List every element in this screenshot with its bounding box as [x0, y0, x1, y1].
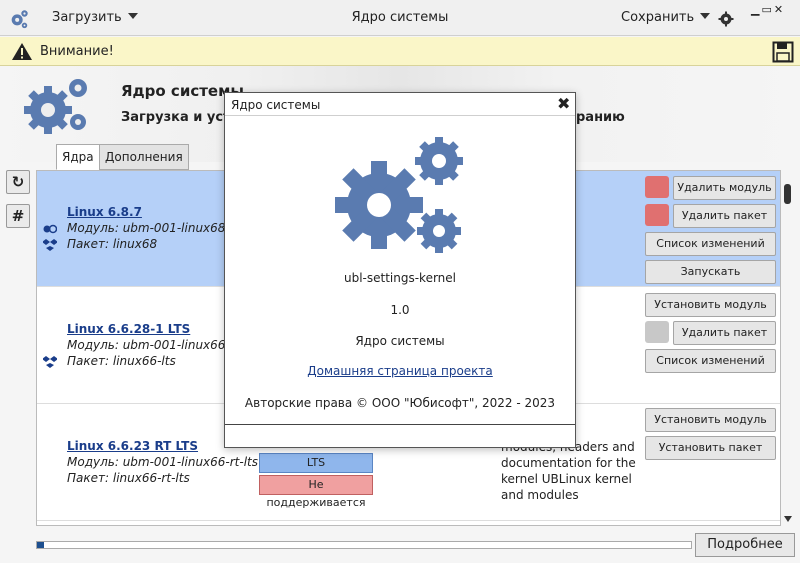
kernel-name[interactable]: Linux 6.8.7 — [67, 205, 142, 219]
save-menu-button[interactable]: Сохранить — [621, 10, 711, 25]
list-scrollbar[interactable] — [782, 180, 794, 526]
run-button[interactable]: Запускать — [645, 260, 776, 284]
tab-kernels[interactable]: Ядра — [56, 144, 100, 170]
settings-app-icon — [11, 10, 28, 29]
lts-tag: LTS — [259, 453, 373, 473]
changelog-button[interactable]: Список изменений — [645, 349, 776, 373]
app-version: 1.0 — [390, 303, 410, 317]
hash-icon: # — [11, 207, 25, 225]
app-name: ubl-settings-kernel — [343, 271, 457, 285]
dialog-footer-divider — [225, 424, 575, 425]
kernel-package: Пакет: linux66-lts — [67, 354, 176, 368]
description-line: kernel UBLinux kernel — [501, 472, 632, 486]
refresh-button[interactable]: ↻ — [6, 170, 30, 194]
app-description: Ядро системы — [355, 334, 445, 348]
copyright-text: Авторские права © ООО "Юбисофт", 2022 - … — [244, 396, 556, 410]
warning-text: Внимание! — [40, 44, 114, 59]
homepage-link[interactable]: Домашняя страница проекта — [307, 364, 493, 378]
package-icon — [43, 239, 57, 251]
module-icon — [43, 224, 57, 234]
load-menu-button[interactable]: Загрузить — [52, 10, 138, 25]
description-line: and modules — [501, 488, 579, 502]
cloud-remove-icon — [645, 204, 669, 226]
kernel-package: Пакет: linux68 — [67, 237, 158, 251]
unsupported-tag: Не поддерживается — [259, 475, 373, 509]
package-icon — [43, 356, 57, 368]
chevron-down-icon — [700, 13, 711, 19]
chevron-down-icon — [127, 13, 138, 19]
kernel-module: Модуль: ubm-001-linux66-rt-lts — [67, 455, 259, 469]
cloud-remove-icon — [645, 176, 669, 198]
page-subtitle: Загрузка и уста — [121, 110, 240, 125]
progress-bar — [36, 541, 692, 549]
kernel-module: Модуль: ubm-001-linux66-l — [67, 338, 234, 352]
dialog-divider — [225, 115, 575, 116]
gear-icon[interactable] — [718, 11, 734, 27]
load-menu-label: Загрузить — [52, 10, 122, 25]
kernel-module: Модуль: ubm-001-linux68 — [67, 221, 226, 235]
progress-fill — [37, 542, 44, 548]
refresh-icon: ↻ — [11, 173, 25, 191]
about-dialog: Ядро системы ✖ ubl-settings-kernel 1.0 Я… — [224, 92, 576, 448]
remove-package-button[interactable]: Удалить пакет — [673, 321, 776, 345]
tab-addons[interactable]: Дополнения — [99, 144, 189, 170]
title-bar: Загрузить Ядро системы Сохранить ▁▭✕ — [0, 0, 800, 36]
details-button[interactable]: Подробнее — [695, 533, 795, 557]
scrollbar-thumb[interactable] — [784, 184, 791, 204]
hash-button[interactable]: # — [6, 204, 30, 228]
close-icon[interactable]: ✖ — [557, 94, 571, 113]
install-module-button[interactable]: Установить модуль — [645, 293, 776, 317]
kernel-gears-icon — [24, 79, 87, 134]
warning-bar: Внимание! — [0, 37, 800, 66]
description-line: documentation for the — [501, 456, 636, 470]
homepage-link-row: Домашняя страница проекта — [225, 364, 575, 378]
remove-package-button[interactable]: Удалить пакет — [673, 204, 776, 228]
scroll-down-icon[interactable] — [784, 516, 792, 522]
window-controls[interactable]: ▁▭✕ — [751, 3, 786, 16]
kernel-row[interactable]: Linux 6.6.23 RT LTS Модуль: ubm-001-linu… — [37, 405, 780, 521]
kernel-package: Пакет: linux66-rt-lts — [67, 471, 190, 485]
install-package-button[interactable]: Установить пакет — [645, 436, 776, 460]
warning-icon — [12, 43, 32, 60]
page-title: Ядро системы — [121, 82, 244, 100]
dialog-title: Ядро системы — [231, 98, 321, 112]
cloud-icon — [645, 321, 669, 343]
save-menu-label: Сохранить — [621, 10, 695, 25]
kernel-name[interactable]: Linux 6.6.28-1 LTS — [67, 322, 191, 336]
remove-module-button[interactable]: Удалить модуль — [673, 176, 776, 200]
changelog-button[interactable]: Список изменений — [645, 232, 776, 256]
install-module-button[interactable]: Установить модуль — [645, 408, 776, 432]
page-subtitle-end: ранию — [576, 110, 625, 125]
save-disk-icon[interactable] — [772, 41, 794, 63]
kernel-name[interactable]: Linux 6.6.23 RT LTS — [67, 439, 199, 453]
app-gears-icon — [335, 137, 463, 253]
